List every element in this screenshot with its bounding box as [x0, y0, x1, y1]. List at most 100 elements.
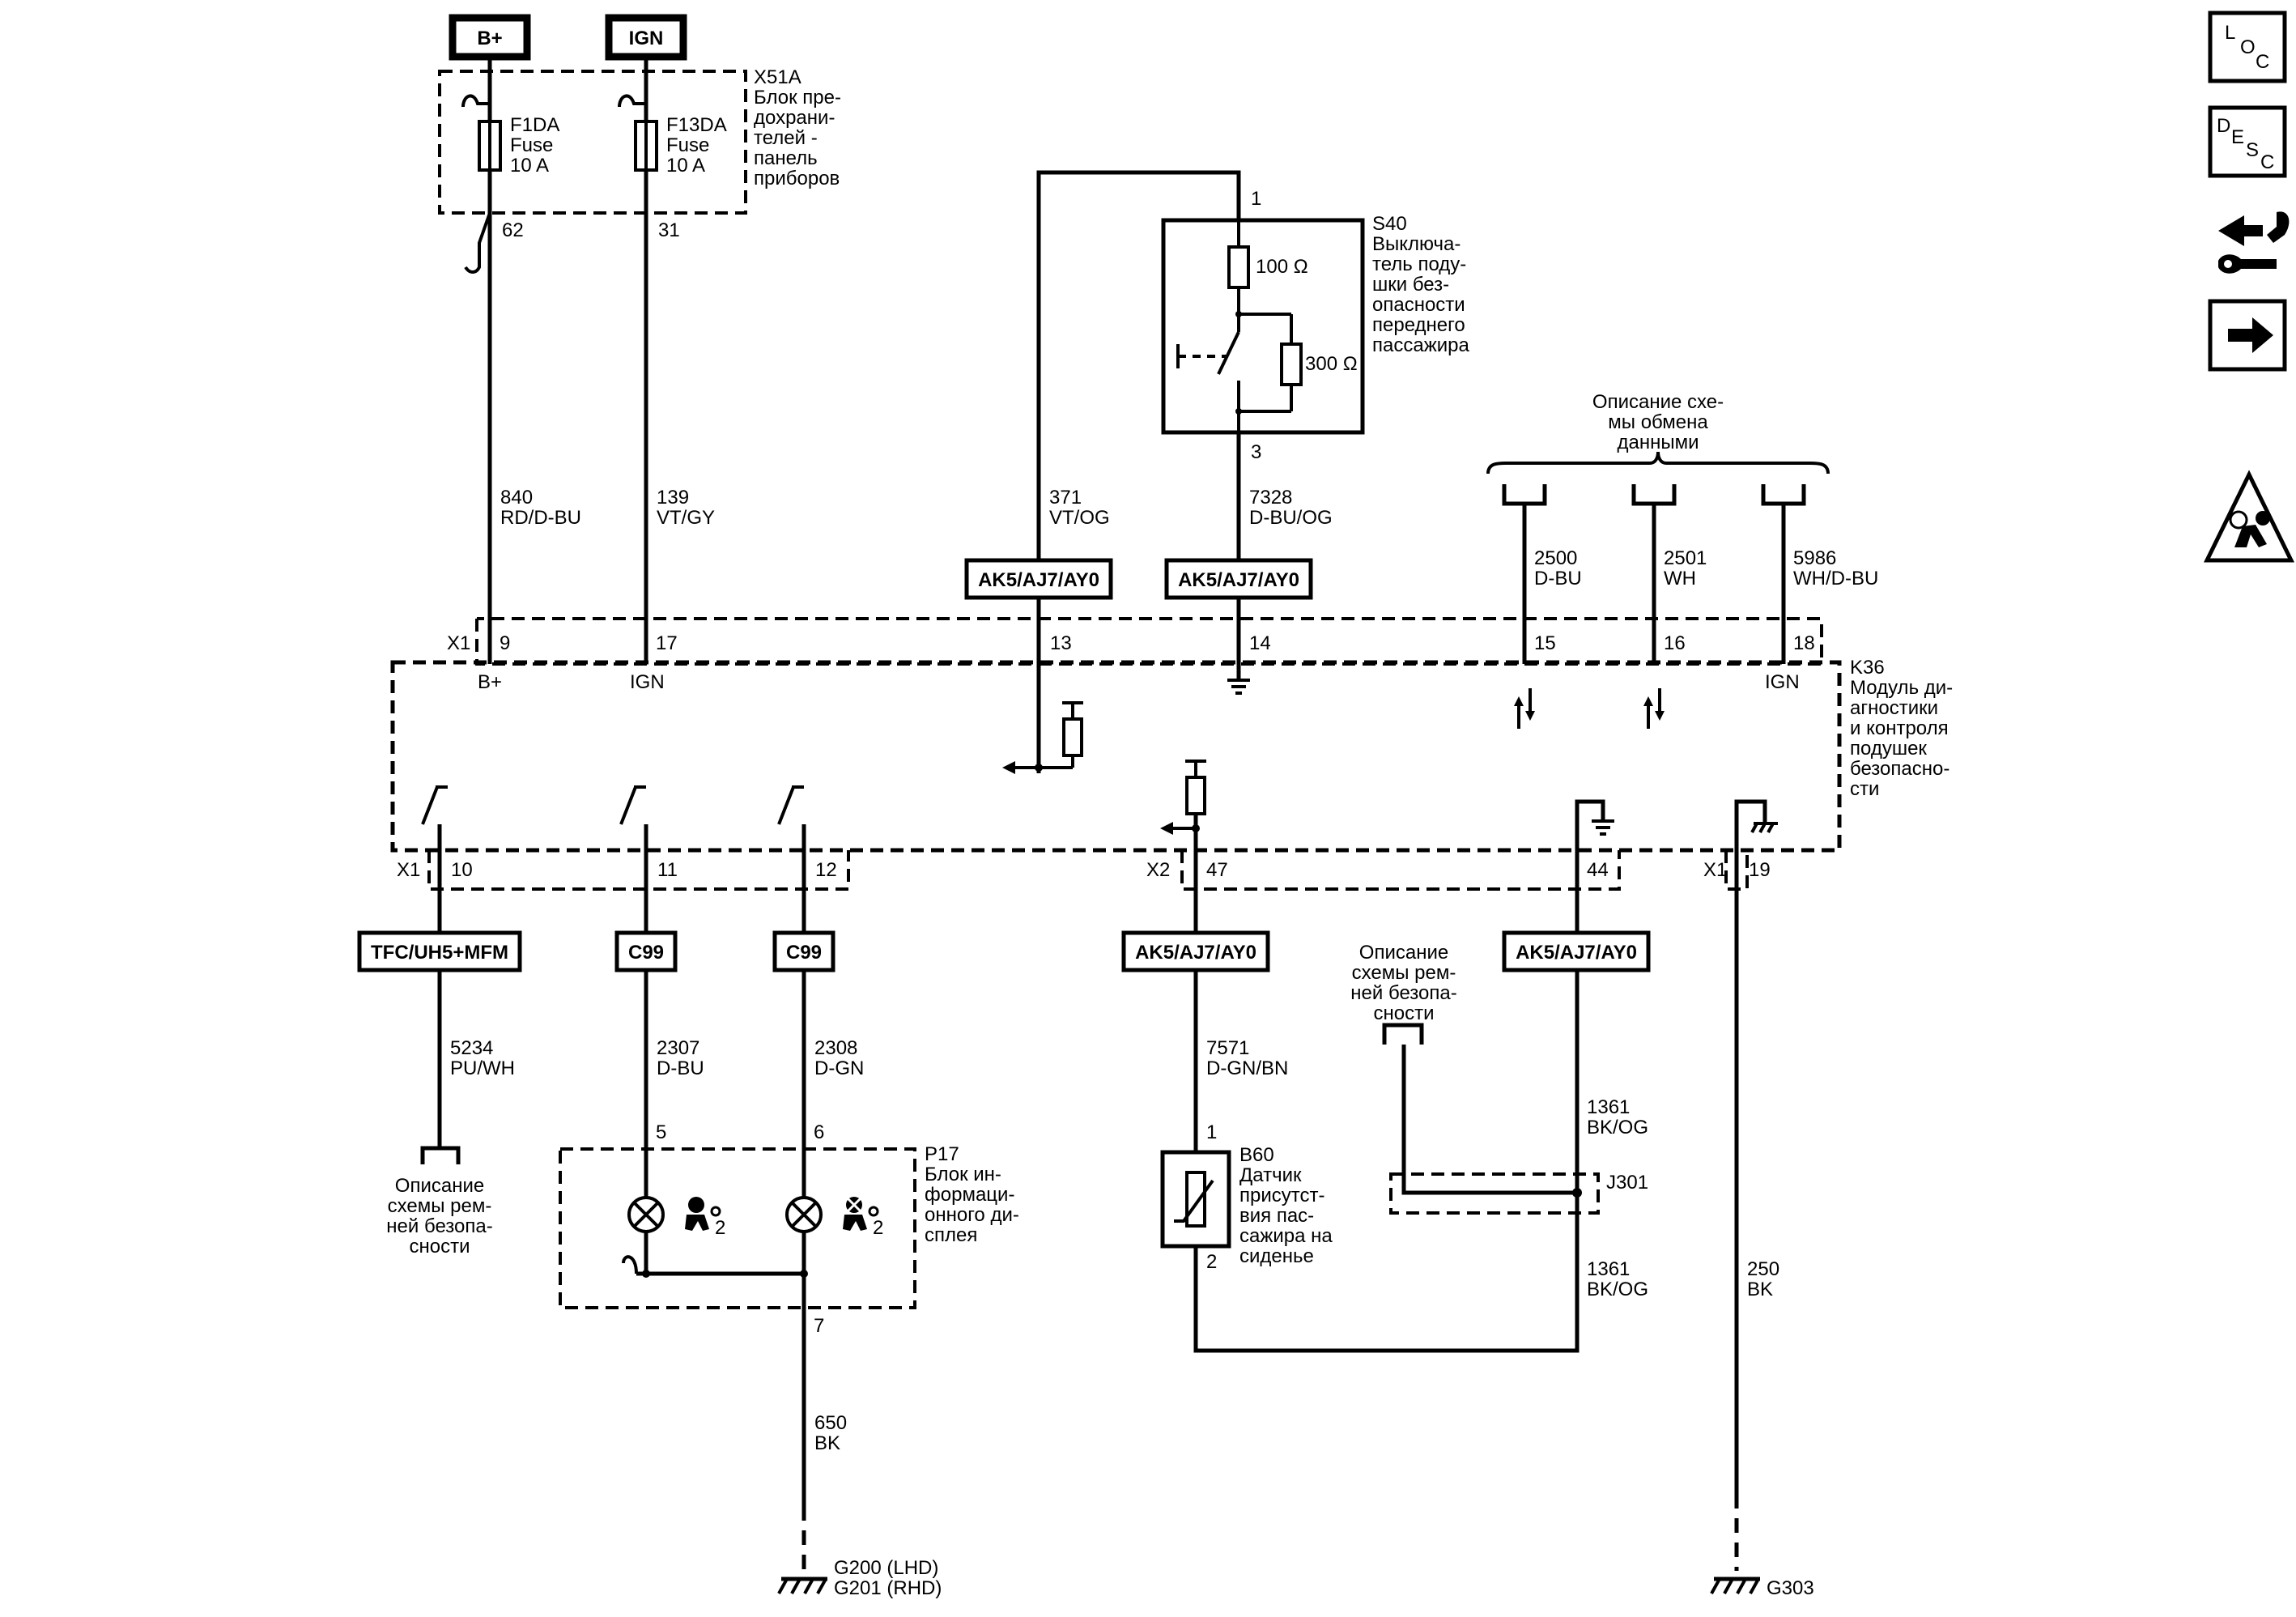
wire5986-num: 5986 — [1793, 547, 1836, 569]
k36-data-arrows-15 — [1514, 688, 1535, 729]
wire371-num: 371 — [1049, 487, 1082, 509]
datacomm-title-2: данными — [1617, 432, 1699, 453]
p17-sub-1: 2 — [715, 1217, 725, 1239]
wire5986-color: WH/D-BU — [1793, 568, 1878, 589]
b60-desc-0: Датчик — [1239, 1164, 1302, 1186]
k36-id: K36 — [1850, 657, 1885, 679]
s40-id: S40 — [1372, 213, 1407, 235]
fuse2-name: F13DA — [666, 114, 727, 136]
ign-source: IGN — [605, 14, 687, 61]
s40-desc-0: Выключа- — [1372, 233, 1461, 255]
desc-d: D — [2217, 115, 2230, 137]
fuse1-pin: 62 — [502, 219, 524, 241]
desc-s: S — [2246, 139, 2259, 161]
k36-pin10: 10 — [451, 859, 473, 881]
s40-desc-4: переднего — [1372, 314, 1465, 336]
airbag-off-icon — [843, 1195, 879, 1231]
fuse1-rating: 10 A — [510, 155, 549, 177]
p17-desc-3: сплея — [925, 1224, 977, 1246]
wire7328-num: 7328 — [1249, 487, 1292, 509]
airbag-on-icon — [685, 1197, 721, 1231]
wire2500-num: 2500 — [1534, 547, 1577, 569]
fuse1-name: F1DA — [510, 114, 559, 136]
ground-g303: G303 — [1767, 1577, 1814, 1599]
k36-desc-5: сти — [1850, 778, 1879, 800]
option-371-label: AK5/AJ7/AY0 — [978, 569, 1099, 591]
belt-left-title-3: сности — [410, 1236, 470, 1257]
wire2308-color: D-GN — [814, 1057, 864, 1079]
ground-g200-symbol — [777, 1577, 827, 1594]
k36-switch-10 — [421, 785, 448, 850]
s40-desc-3: опасности — [1372, 294, 1465, 316]
p17-box — [559, 1147, 916, 1309]
datacomm-brace — [1486, 451, 1830, 474]
option-2308-label: C99 — [786, 942, 822, 964]
wire2501-color: WH — [1664, 568, 1696, 589]
wire139-color: VT/GY — [657, 507, 715, 529]
s40-r2: 300 Ω — [1305, 353, 1358, 375]
k36-x1-bottom-connector — [427, 850, 850, 891]
k36-pin9: 9 — [500, 632, 510, 654]
k36-pin19: 19 — [1749, 859, 1771, 881]
s40-box — [1161, 218, 1365, 435]
option-box-2308 — [772, 930, 835, 972]
k36-x2: X2 — [1146, 859, 1170, 881]
next-page-button[interactable] — [2208, 299, 2287, 372]
s40-desc-2: шки без- — [1372, 274, 1449, 296]
wire650-num: 650 — [814, 1412, 847, 1434]
b60-desc-4: сиденье — [1239, 1245, 1314, 1267]
wire840-color: RD/D-BU — [500, 507, 581, 529]
connector-repair-icon[interactable] — [2218, 211, 2290, 274]
wire7571-num: 7571 — [1206, 1037, 1249, 1059]
k36-data-arrows-16 — [1643, 688, 1665, 729]
belt-right-title-2: ней безопа- — [1350, 982, 1456, 1004]
desc-e: E — [2231, 126, 2244, 148]
k36-pin13: 13 — [1050, 632, 1072, 654]
bplus-label: B+ — [477, 28, 502, 49]
b60-desc-2: вия пас- — [1239, 1205, 1314, 1227]
belt-right-title-1: схемы рем- — [1352, 962, 1456, 984]
s40-internals — [1176, 220, 1303, 432]
option-2307-label: C99 — [628, 942, 664, 964]
wire5234-num: 5234 — [450, 1037, 493, 1059]
p17-desc-1: формаци- — [925, 1184, 1014, 1206]
p17-lamp-2 — [785, 1196, 823, 1233]
ground-g201: G201 (RHD) — [834, 1577, 942, 1599]
wire2307-color: D-BU — [657, 1057, 704, 1079]
belt-right-title-0: Описание — [1359, 942, 1448, 964]
loc-c: C — [2256, 51, 2269, 73]
x51a-desc-4: приборов — [754, 168, 840, 189]
option-7571-label: AK5/AJ7/AY0 — [1135, 942, 1256, 964]
b60-pin1: 1 — [1206, 1121, 1217, 1143]
j301-id: J301 — [1606, 1172, 1648, 1194]
option-box-5234 — [357, 930, 522, 972]
arrow-right-icon — [2228, 317, 2273, 353]
wire371-color: VT/OG — [1049, 507, 1110, 529]
x51a-desc-1: дохрани- — [754, 107, 835, 129]
loc-button[interactable]: L O C — [2208, 11, 2287, 83]
wire2500-color: D-BU — [1534, 568, 1582, 589]
j301-box — [1389, 1172, 1600, 1215]
wire1361a-num: 1361 — [1587, 1096, 1630, 1118]
fuse1-type: Fuse — [510, 134, 553, 156]
belt-left-connector — [420, 1146, 461, 1164]
k36-desc-3: подушек — [1850, 738, 1927, 760]
fuse2-type: Fuse — [666, 134, 709, 156]
desc-c: C — [2260, 151, 2274, 173]
wire139-num: 139 — [657, 487, 689, 509]
p17-common-bus — [622, 1232, 808, 1308]
desc-button[interactable]: D E S C — [2208, 105, 2287, 178]
k36-pullup-13 — [1002, 664, 1083, 774]
wire7571-color: D-GN/BN — [1206, 1057, 1288, 1079]
k36-desc-0: Модуль ди- — [1850, 677, 1953, 699]
ground-g200: G200 (LHD) — [834, 1557, 938, 1579]
wire1361b-color: BK/OG — [1587, 1279, 1648, 1300]
wire1361b-num: 1361 — [1587, 1258, 1630, 1280]
k36-pin12: 12 — [815, 859, 837, 881]
option-7328-label: AK5/AJ7/AY0 — [1178, 569, 1299, 591]
option-box-1361 — [1502, 930, 1651, 972]
s40-pin-bottom: 3 — [1251, 441, 1261, 463]
fuse-f13da — [618, 94, 658, 213]
b60-sensor-symbol — [1174, 1171, 1214, 1228]
k36-desc-1: агностики — [1850, 697, 1938, 719]
